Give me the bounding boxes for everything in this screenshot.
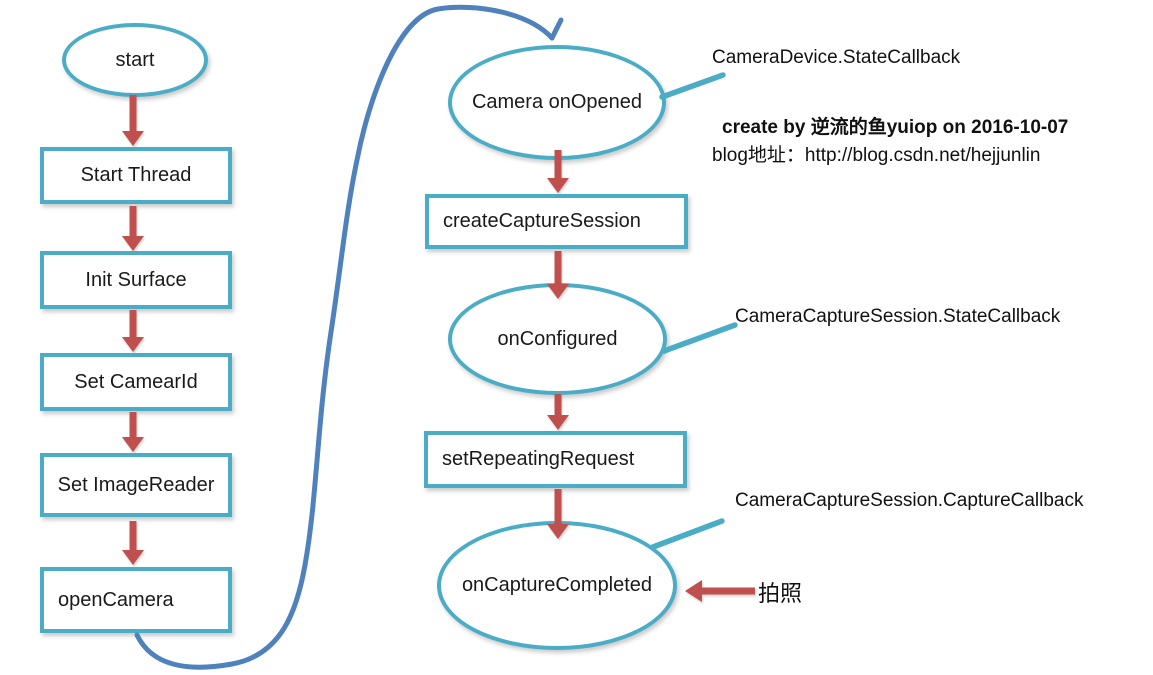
node-set-imagereader: Set ImageReader <box>40 453 232 517</box>
node-createcapturesession: createCaptureSession <box>425 194 688 249</box>
annotation-capturesession-capturecallback: CameraCaptureSession.CaptureCallback <box>735 490 1084 511</box>
flow-arrow-start-to-startthread <box>122 95 144 146</box>
flow-arrow-initsurface-to-setcamearid <box>122 310 144 352</box>
node-onconfigured: onConfigured <box>448 283 667 395</box>
annotation-blog-url: blog地址：http://blog.csdn.net/hejjunlin <box>712 145 1041 166</box>
node-oncapturecompleted: onCaptureCompleted <box>437 521 677 650</box>
flow-arrow-onconfigured-to-setrepeatingrequest <box>547 394 569 430</box>
flow-arrow-setcamearid-to-setimagereader <box>122 412 144 452</box>
take-photo-arrow <box>685 580 755 602</box>
flow-arrow-startthread-to-initsurface <box>122 206 144 251</box>
flow-arrow-setimagereader-to-opencamera <box>122 521 144 565</box>
node-init-surface: Init Surface <box>40 251 232 309</box>
callout-line-capturesession-statecallback <box>661 322 738 354</box>
node-opencamera: openCamera <box>40 567 232 633</box>
annotation-cameradevice-statecallback: CameraDevice.StateCallback <box>712 47 961 68</box>
node-camera-onopened: Camera onOpened <box>448 45 666 160</box>
callout-line-capturesession-capturecallback <box>650 518 725 550</box>
annotation-capturesession-statecallback: CameraCaptureSession.StateCallback <box>735 306 1061 327</box>
node-set-camearid: Set CamearId <box>40 353 232 411</box>
node-start: start <box>62 23 208 97</box>
connector-arrowhead <box>549 17 564 41</box>
node-setrepeatingrequest: setRepeatingRequest <box>424 431 687 488</box>
annotation-take-photo: 拍照 <box>758 581 803 606</box>
annotation-credit: create by 逆流的鱼yuiop on 2016-10-07 <box>722 117 1069 138</box>
callout-line-cameradevice-statecallback <box>659 72 726 100</box>
node-start-thread: Start Thread <box>40 147 232 204</box>
